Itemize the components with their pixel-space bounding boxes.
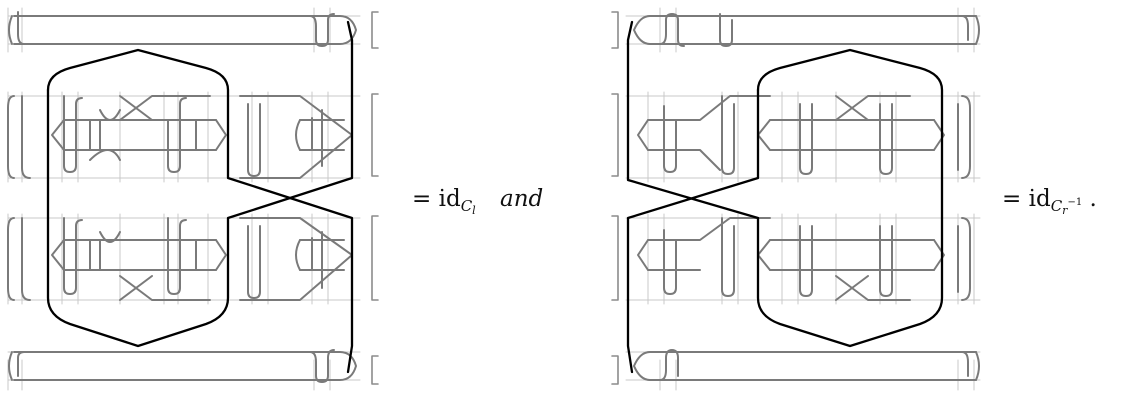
left-eq-sign: = xyxy=(412,186,432,212)
left-subscript: Cl xyxy=(460,197,476,217)
right-top-loop xyxy=(633,15,977,45)
left-grey-strands xyxy=(7,11,357,383)
right-grid-lines xyxy=(625,7,981,391)
right-subscript: Cr−1 xyxy=(1050,197,1083,217)
right-id-label: id xyxy=(1028,186,1051,212)
left-diagram xyxy=(7,7,379,391)
connector-and: and xyxy=(500,186,544,212)
left-equation: = idCl xyxy=(412,186,476,217)
left-id-label: id xyxy=(438,186,461,212)
right-diagram xyxy=(611,7,981,391)
right-bottom-loop xyxy=(633,351,977,381)
right-brackets xyxy=(611,11,619,385)
right-grey-strands xyxy=(633,13,980,381)
left-bottom-loop xyxy=(13,351,357,381)
terminal-period: . xyxy=(1089,186,1097,212)
right-eq-sign: = xyxy=(1002,186,1022,212)
right-black-strand xyxy=(626,20,944,374)
left-brackets xyxy=(371,11,379,385)
left-top-loop xyxy=(13,15,357,45)
left-black-strand xyxy=(46,20,354,374)
left-grid-lines xyxy=(7,7,361,391)
right-equation: = idCr−1 . xyxy=(1002,186,1097,217)
